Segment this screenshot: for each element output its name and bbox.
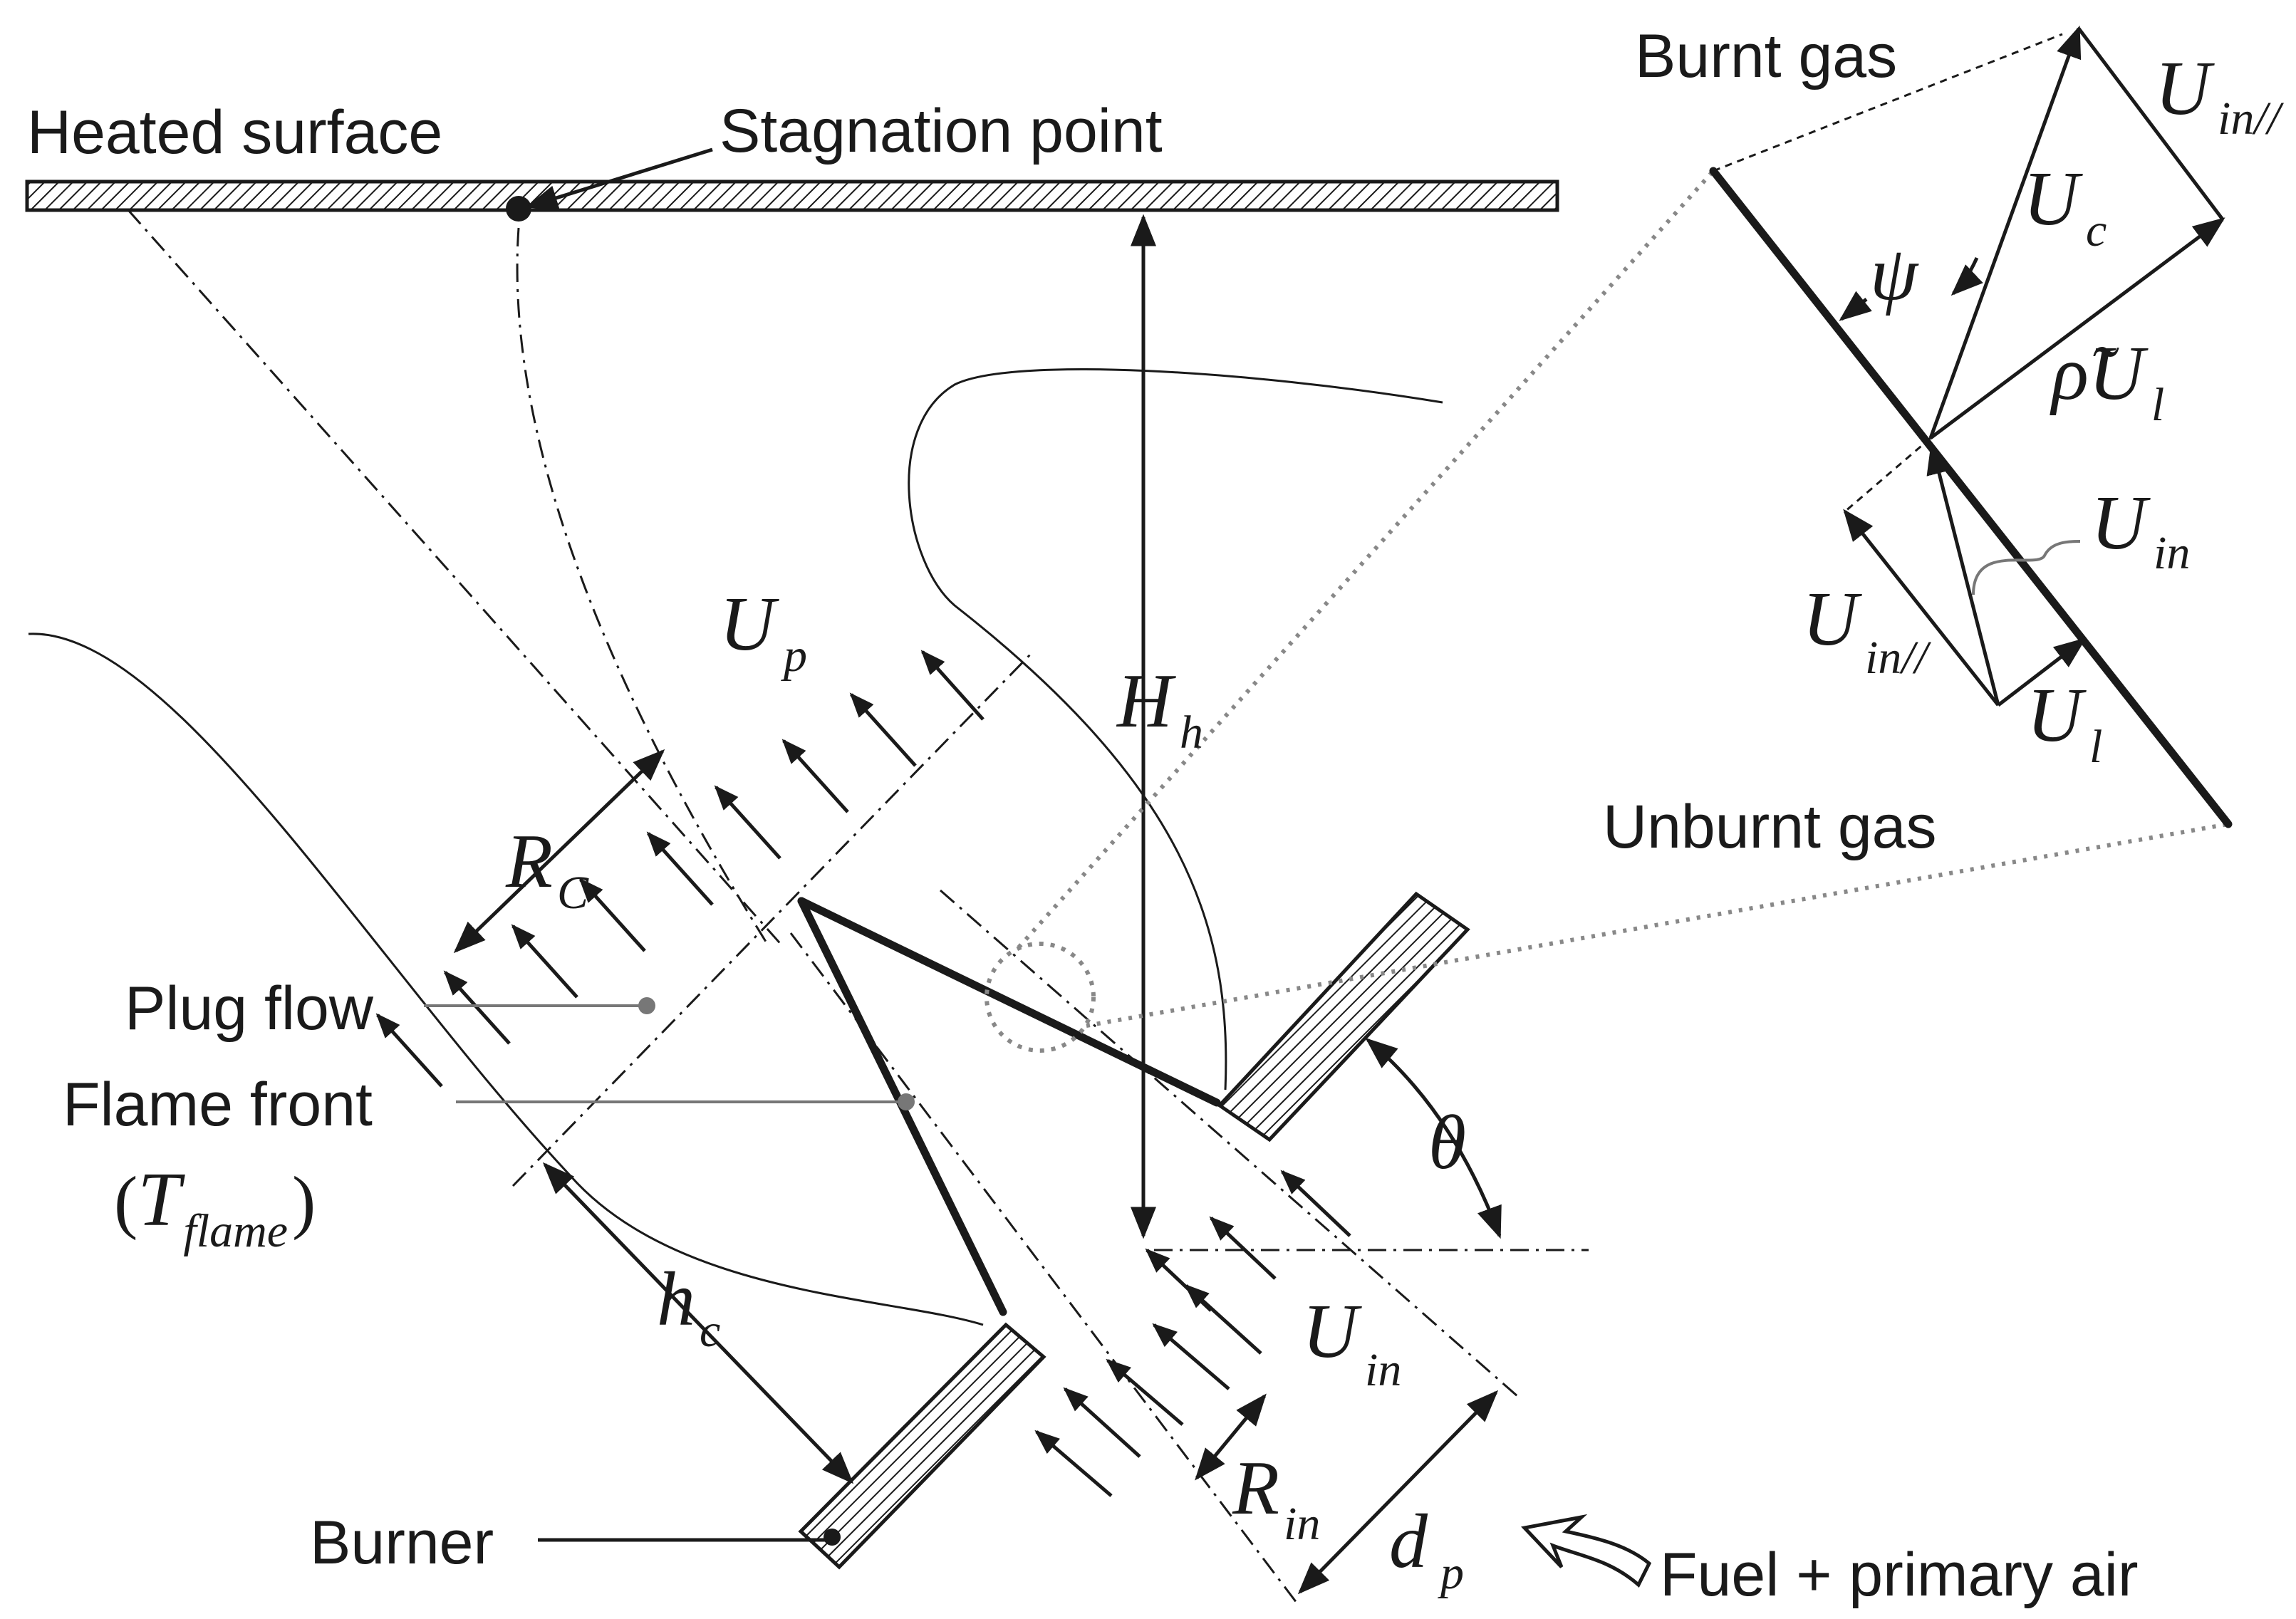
rin-dimension-line (1195, 1393, 1267, 1481)
burner-blocks (798, 891, 1470, 1570)
burnt-gas-label: Burnt gas (1635, 22, 1897, 90)
stagnation-point-dot (506, 196, 531, 222)
stagnation-point-label: Stagnation point (720, 97, 1163, 165)
inlet-flow-arrows (1034, 1170, 1351, 1497)
burner-label: Burner (310, 1509, 494, 1577)
stagnation-point-leader (525, 147, 713, 211)
fuel-inflow-arrow (1521, 1514, 1652, 1588)
plug-flow-label: Plug flow (125, 974, 374, 1043)
inset-vectors (1839, 25, 2225, 707)
fuel-primary-air-label: Fuel + primary air (1660, 1541, 2138, 1609)
inset-vector-construction (1713, 33, 2063, 513)
heated-surface-plate (25, 179, 1559, 212)
hc-symbol: hc (657, 1257, 720, 1357)
rc-dimension-line (453, 749, 665, 954)
plug-flow-arrows (375, 650, 985, 1088)
heated-surface-label: Heated surface (27, 98, 442, 167)
streamline-right (908, 368, 1443, 1090)
theta-angle-arc (1365, 1038, 1502, 1239)
theta-symbol: θ (1428, 1100, 1466, 1185)
zoom-circle (985, 942, 1096, 1053)
construction-lines (127, 209, 1589, 1603)
hc-dimension-line (542, 1162, 854, 1484)
dp-dimension-line (1297, 1390, 1499, 1595)
Rc-symbol: RC (505, 819, 589, 919)
Tflame-symbol: (Tflame) (114, 1157, 316, 1257)
Rin-symbol: Rin (1232, 1446, 1320, 1550)
zoom-projection-lines (1017, 169, 2229, 1028)
inset-flame-line (1709, 167, 2233, 828)
psi-symbol: ψ (1870, 231, 1919, 316)
unburnt-gas-label: Unburnt gas (1603, 793, 1937, 861)
uin-inset-leader (1972, 540, 2081, 595)
flame-front-label: Flame front (63, 1071, 373, 1139)
